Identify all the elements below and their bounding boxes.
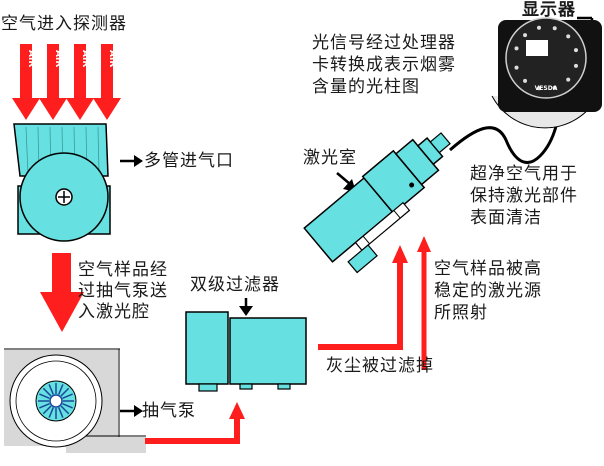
fan-blade [48, 407, 55, 418]
air-arrow-label: AIR [26, 50, 36, 67]
label-air-intake: 空气进入探测器 [1, 14, 127, 34]
fan-blade [60, 405, 70, 415]
fan-blade [60, 387, 70, 397]
air-arrow-label: AIR [53, 50, 63, 67]
air-arrow: AIR [66, 44, 94, 120]
display-led-icon [523, 78, 528, 83]
display-unit: VESDA [491, 17, 602, 129]
fan-blade [62, 402, 73, 409]
label-laser-illuminated: 空气样品被高 稳定的激光源 所照射 [434, 259, 542, 323]
label-air-sample-to-chamber: 空气样品经 过抽气泵送 入激光腔 [78, 260, 168, 322]
display-led-icon [536, 86, 541, 91]
display-led-icon [573, 48, 578, 53]
display-led-icon [536, 25, 541, 30]
label-display: 显示器 [522, 0, 576, 20]
aspirator-pump [4, 348, 146, 453]
air-arrow-label: AIR [80, 50, 90, 67]
label-pipe-intake: 多管进气口 [144, 151, 234, 171]
display-led-icon [552, 85, 557, 90]
fan-blade [57, 407, 64, 418]
label-filter: 双级过滤器 [190, 275, 280, 295]
display-led-icon [523, 33, 528, 38]
dual-stage-filter [185, 311, 307, 392]
label-processor-card: 光信号经过处理器 卡转换成表示烟雾 含量的光柱图 [312, 33, 456, 97]
display-brand: VESDA [535, 85, 558, 92]
fan-blade [62, 393, 73, 400]
display-led-icon [552, 26, 557, 31]
air-arrow: AIR [12, 44, 40, 120]
display-cable [449, 117, 560, 164]
pipe-intake-manifold [13, 123, 111, 242]
fan-blade [42, 405, 52, 415]
label-pump: 抽气泵 [142, 401, 196, 421]
air-arrow: AIR [39, 44, 67, 120]
label-dust-filtered: 灰尘被过滤掉 [326, 356, 434, 376]
pointer-laser-chamber [336, 172, 351, 185]
filter-to-chamber-flow [318, 262, 403, 350]
air-intake-arrows: AIR AIR AIR AIR [12, 44, 121, 120]
display-led-icon [566, 34, 571, 39]
air-flow-down-arrow [40, 253, 84, 332]
label-laser-chamber: 激光室 [303, 148, 357, 168]
display-led-icon [566, 77, 571, 82]
label-clean-air: 超净空气用于 保持激光部件 表面清洁 [470, 164, 578, 228]
fan-blade [57, 384, 64, 395]
display-led-icon [573, 63, 578, 68]
display-led-icon [514, 65, 519, 70]
fan-blade [39, 393, 50, 400]
fan-blade [42, 387, 52, 397]
pump-to-filter-flow [145, 418, 240, 444]
air-arrow: AIR [93, 44, 121, 120]
display-led-icon [514, 46, 519, 51]
fan-blade [48, 384, 55, 395]
laser-chamber [303, 132, 451, 274]
air-arrow-label: AIR [107, 50, 117, 67]
pump-fan-icon [49, 394, 63, 408]
fan-blade [39, 402, 50, 409]
